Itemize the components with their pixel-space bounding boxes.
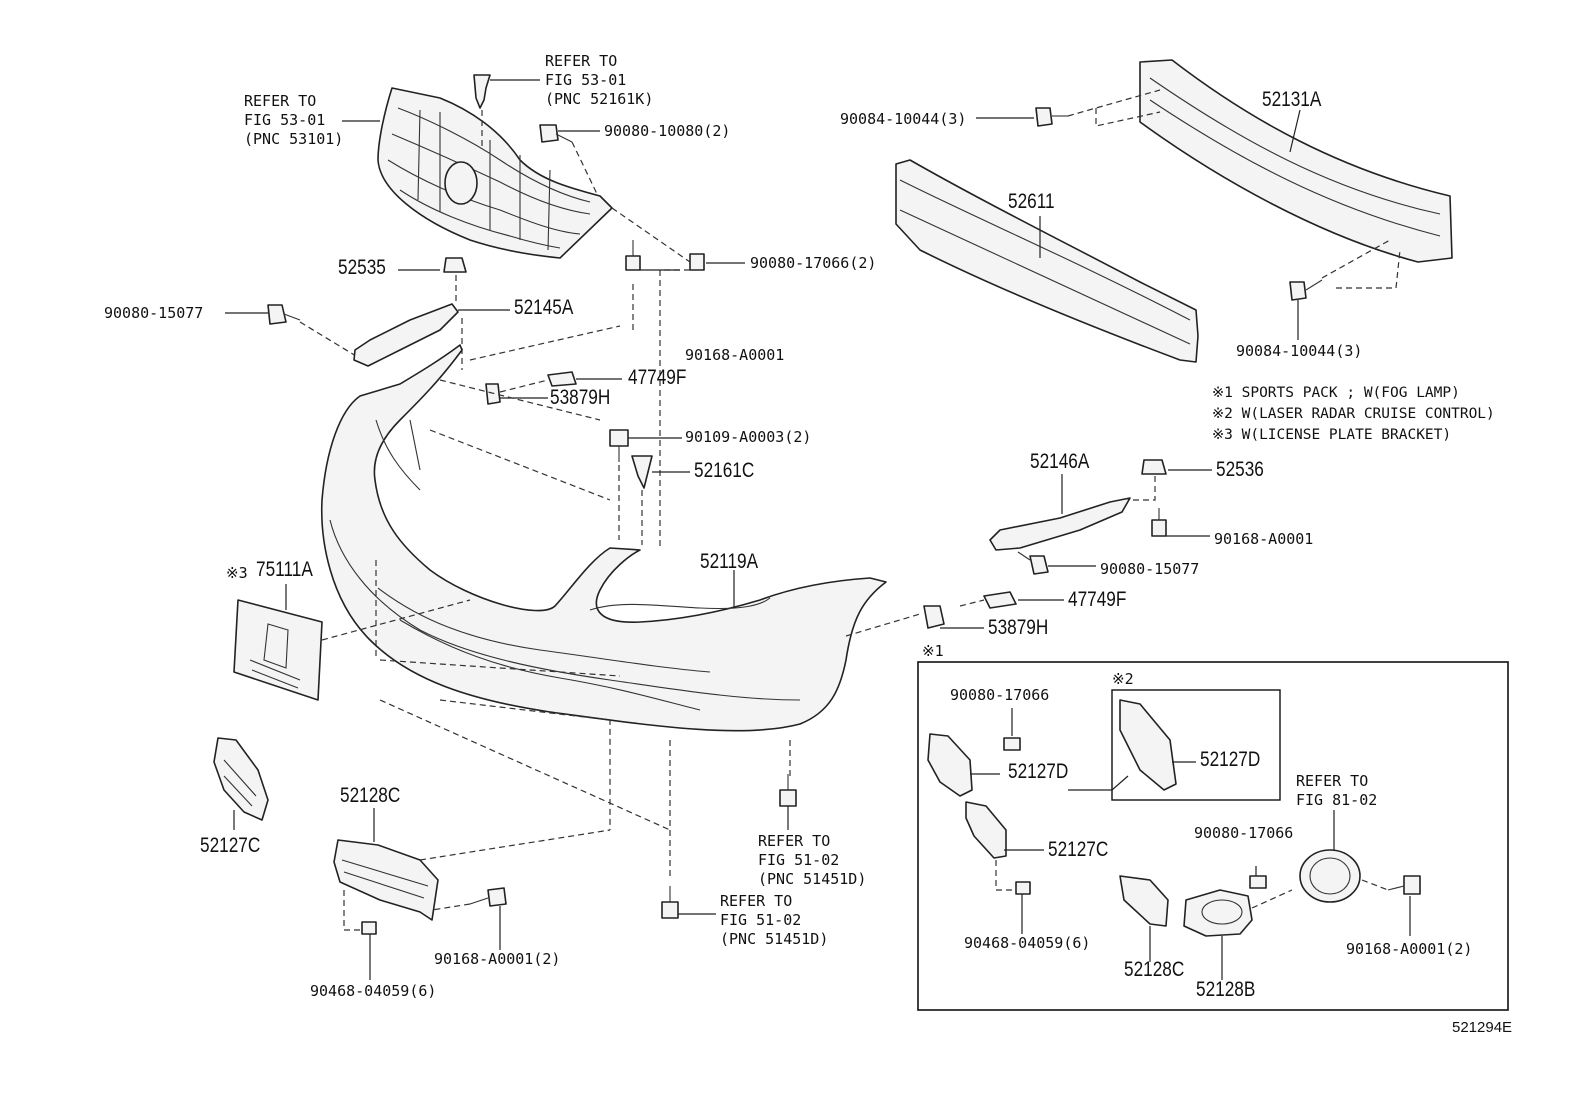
label-inset-52127D-b: 52127D [1200,748,1261,771]
label-90080-15077-left: 90080-15077 [104,304,204,322]
label-90109-A0003: 90109-A0003(2) [685,428,812,446]
inset-box-2 [1111,689,1281,801]
label-90168-A0001-top: 90168-A0001 [685,346,785,364]
label-90084-10044-bottom: 90084-10044(3) [1236,342,1363,360]
label-52536: 52536 [1216,458,1264,481]
bumper-cover-drawing [320,344,887,732]
label-inset-52128B: 52128B [1196,978,1256,1001]
label-47749F-top: 47749F [628,366,687,389]
inset-box-1 [917,661,1509,1011]
label-52535: 52535 [338,256,386,279]
label-90080-17066-top: 90080-17066(2) [750,254,877,272]
label-47749F-right: 47749F [1068,588,1127,611]
figure-id: 521294E [1452,1019,1513,1036]
label-52128C-left: 52128C [340,784,401,807]
inset-marker-1: ※1 [922,642,944,660]
label-52127C-left: 52127C [200,834,261,857]
marker-3: ※3 [226,564,248,582]
label-90080-10080: 90080-10080(2) [604,122,731,140]
label-52119A: 52119A [700,550,759,573]
label-90080-15077-right: 90080-15077 [1100,560,1200,578]
label-inset-90080-17066-b: 90080-17066 [1194,824,1294,842]
label-53879H-right: 53879H [988,616,1049,639]
label-inset-90468-04059: 90468-04059(6) [964,934,1091,952]
label-90468-04059-left: 90468-04059(6) [310,982,437,1000]
reinforcement-drawing [1139,59,1453,263]
label-52145A: 52145A [514,296,574,319]
label-inset-52127C: 52127C [1048,838,1109,861]
inset-marker-2: ※2 [1112,670,1134,688]
license-plate-bracket-drawing [233,599,323,701]
label-90084-10044-top: 90084-10044(3) [840,110,967,128]
label-inset-90168-A0001-2: 90168-A0001(2) [1346,940,1473,958]
label-inset-52128C: 52128C [1124,958,1185,981]
label-inset-52127D-a: 52127D [1008,760,1069,783]
label-75111A: 75111A [256,558,313,581]
label-52146A: 52146A [1030,450,1090,473]
note-2: ※2 W(LASER RADAR CRUISE CONTROL) [1212,406,1495,422]
label-52131A: 52131A [1262,88,1322,111]
label-90168-A0001-2-left: 90168-A0001(2) [434,950,561,968]
label-53879H-top: 53879H [550,386,611,409]
note-3: ※3 W(LICENSE PLATE BRACKET) [1212,427,1452,443]
label-inset-90080-17066-a: 90080-17066 [950,686,1050,704]
grille-drawing [377,87,613,259]
label-52611: 52611 [1008,190,1055,213]
note-1: ※1 SPORTS PACK ; W(FOG LAMP) [1212,385,1460,401]
energy-absorber-drawing [895,159,1199,363]
label-52161C: 52161C [694,459,755,482]
label-90168-A0001-right: 90168-A0001 [1214,530,1314,548]
